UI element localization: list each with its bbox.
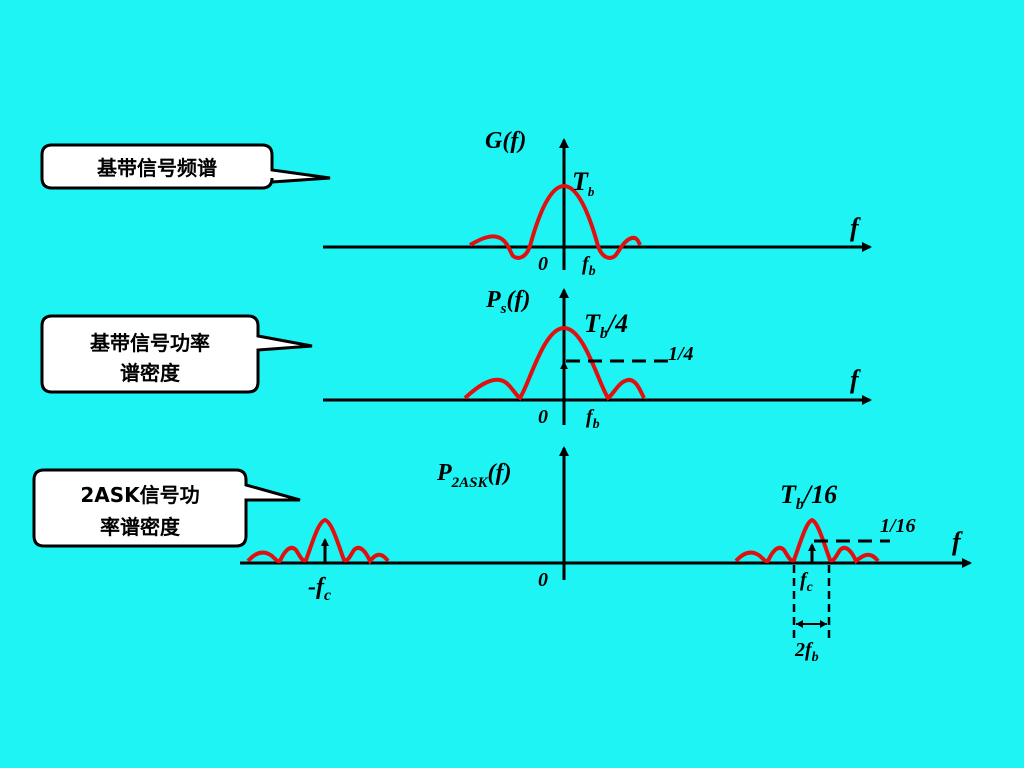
peak-label: Tb/16 [780, 480, 837, 513]
fc-label: fc [800, 569, 814, 595]
x-axis-label: f [952, 527, 963, 556]
fb-label: fb [582, 253, 596, 279]
plot-baseband-psd: Ps(f) Tb/4 1/4 f 0 fb [323, 287, 872, 432]
callout-text: 基带信号频谱 [97, 156, 217, 180]
callout-line-1: 2ASK信号功 [80, 483, 199, 507]
discrete-label: 1/4 [668, 343, 694, 365]
callout-line-2: 率谱密度 [100, 515, 181, 539]
y-axis-label: Ps(f) [485, 287, 531, 317]
callout-bubble [40, 314, 313, 394]
callout-bubble [40, 143, 331, 190]
discrete-label: 1/16 [880, 515, 916, 537]
peak-label: Tb/4 [584, 309, 628, 342]
origin-label: 0 [538, 406, 548, 428]
plot-baseband-spectrum: G(f) Tb f 0 fb [323, 128, 872, 279]
callout-2ask-psd: 2ASK信号功 率谱密度 [32, 468, 301, 548]
neg-fc-label: -fc [308, 574, 331, 604]
y-axis-label: P2ASK(f) [436, 460, 512, 491]
peak-label: Tb [572, 167, 595, 199]
plot-2ask-psd: P2ASK(f) Tb/16 1/16 f 0 -fc fc 2fb [240, 446, 972, 665]
callout-line-1: 基带信号功率 [90, 331, 210, 355]
psd-curve [463, 325, 646, 401]
psd-lobe-negative-fc [246, 517, 390, 565]
origin-label: 0 [538, 569, 548, 591]
callout-bubble [32, 468, 301, 548]
bandwidth-label: 2fb [794, 639, 819, 665]
x-axis-label: f [850, 365, 861, 394]
fb-label: fb [586, 406, 600, 432]
bandwidth-arrowhead-right [820, 620, 827, 628]
origin-label: 0 [538, 253, 548, 275]
y-axis-label: G(f) [485, 128, 526, 154]
callout-baseband-spectrum: 基带信号频谱 [40, 143, 331, 190]
bandwidth-arrowhead-left [796, 620, 803, 628]
callout-baseband-psd: 基带信号功率 谱密度 [40, 314, 313, 394]
x-axis-label: f [850, 213, 861, 242]
psd-lobe-positive-fc [734, 517, 880, 565]
spectrum-curve [468, 183, 642, 260]
callout-line-2: 谱密度 [120, 361, 181, 385]
